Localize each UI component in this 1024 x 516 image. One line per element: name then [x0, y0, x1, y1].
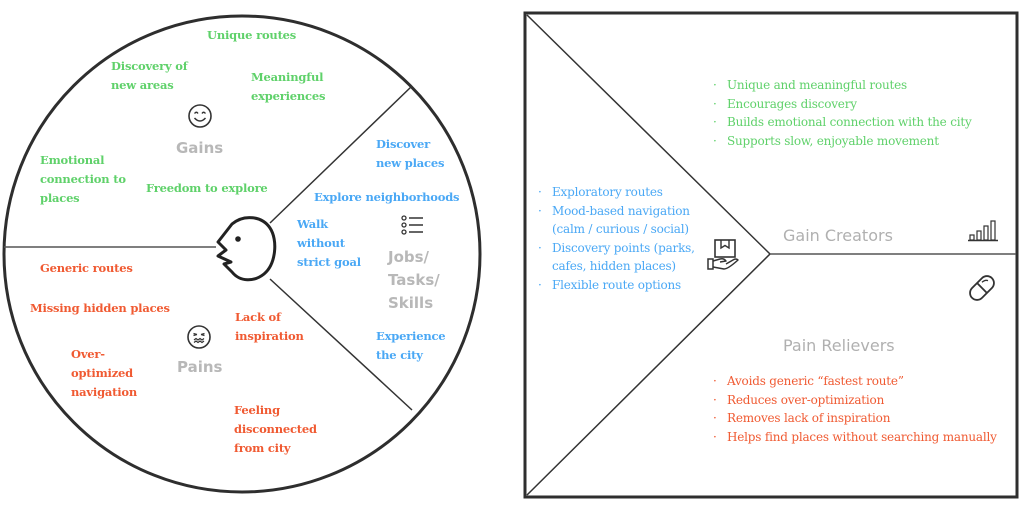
- pain-item: Over-optimized navigation: [71, 347, 138, 399]
- jobs-title: Jobs/ Tasks/ Skills: [388, 246, 440, 315]
- gain-item: Emotional connection to places: [40, 153, 126, 205]
- product-service-item: Mood-based navigation (calm / curious / s…: [538, 202, 695, 239]
- jobs-title-line: Jobs/: [388, 248, 430, 266]
- job-item: Discover new places: [376, 137, 445, 170]
- pain-relievers-title: Pain Relievers: [783, 336, 895, 355]
- hand-with-box-icon: [707, 239, 739, 270]
- pill-icon: [969, 275, 995, 301]
- gains-title: Gains: [176, 139, 224, 157]
- gain-item: Discovery of new areas: [111, 59, 188, 92]
- gain-creators-title: Gain Creators: [783, 226, 893, 245]
- product-service-line: Flexible route options: [552, 277, 682, 292]
- grimacing-face-icon: [187, 325, 211, 349]
- product-service-line: Discovery points (parks,: [552, 240, 695, 255]
- pains-jobs-divider: [269, 278, 413, 411]
- product-service-item: Exploratory routes: [538, 183, 695, 202]
- pain-item: Lack of inspiration: [235, 310, 304, 343]
- product-service-line: Exploratory routes: [552, 185, 663, 199]
- gain-creator-item: Encourages discovery: [713, 95, 972, 114]
- pain-relievers-list: Avoids generic “fastest route” Reduces o…: [713, 372, 997, 446]
- value-map-square: [523, 11, 1019, 499]
- product-service-item: Discovery points (parks, cafes, hidden pl…: [538, 239, 695, 276]
- job-item: Walk without strict goal: [297, 217, 361, 269]
- list-icon: [401, 215, 423, 235]
- smiling-face-icon: [188, 104, 212, 128]
- product-service-line: cafes, hidden places): [552, 259, 676, 274]
- bar-chart-icon: [968, 220, 998, 242]
- gain-item: Meaningful experiences: [251, 70, 326, 103]
- gain-item: Freedom to explore: [146, 181, 268, 195]
- pain-item: Generic routes: [40, 261, 133, 275]
- pain-reliever-item: Helps find places without searching manu…: [713, 428, 997, 447]
- gain-creator-item: Supports slow, enjoyable movement: [713, 132, 972, 151]
- gains-jobs-divider: [269, 85, 413, 224]
- person-head-icon: [216, 216, 277, 282]
- gain-creator-item: Builds emotional connection with the cit…: [713, 113, 972, 132]
- job-item: Experience the city: [376, 329, 446, 362]
- products-services-list: Exploratory routes Mood-based navigation…: [538, 183, 695, 295]
- pain-item: Feeling disconnected from city: [234, 403, 317, 455]
- gain-item: Unique routes: [207, 28, 297, 42]
- product-service-line: Mood-based navigation: [552, 203, 690, 218]
- pains-title: Pains: [177, 358, 223, 376]
- jobs-title-line: Skills: [388, 294, 434, 312]
- customer-profile-circle: [2, 14, 482, 494]
- pain-reliever-item: Avoids generic “fastest route”: [713, 372, 997, 391]
- product-service-line: (calm / curious / social): [552, 222, 689, 237]
- gain-creator-item: Unique and meaningful routes: [713, 76, 972, 95]
- product-service-item: Flexible route options: [538, 276, 695, 295]
- jobs-title-line: Tasks/: [388, 271, 440, 289]
- job-item: Explore neighborhoods: [314, 190, 460, 204]
- pain-reliever-item: Removes lack of inspiration: [713, 409, 997, 428]
- gain-creators-list: Unique and meaningful routes Encourages …: [713, 76, 972, 150]
- pain-item: Missing hidden places: [30, 301, 170, 315]
- pain-reliever-item: Reduces over-optimization: [713, 391, 997, 410]
